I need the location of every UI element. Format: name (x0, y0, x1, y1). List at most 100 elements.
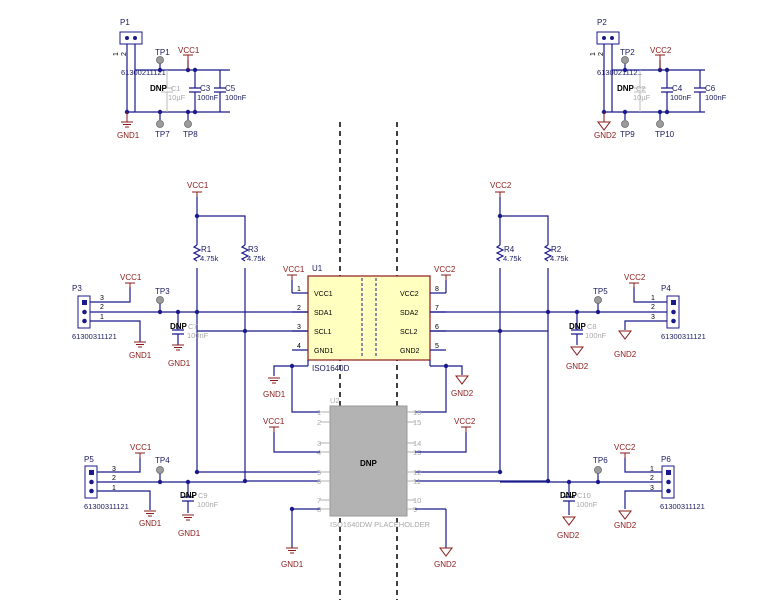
schematic-label: 1 (317, 408, 321, 417)
schematic-label: GND1 (168, 359, 191, 368)
schematic-label: GND1 (129, 351, 152, 360)
schematic-label: 100nF (585, 331, 607, 340)
u2-body (329, 405, 408, 517)
schematic-label: 100nF (705, 93, 727, 102)
schematic-label: TP7 (155, 130, 170, 139)
schematic-label: TP2 (620, 48, 635, 57)
p2-power-block: P2 1 2 61300211121 TP2 TP9 TP10 VCC2 GND… (590, 18, 727, 140)
schematic-label: 3 (317, 439, 321, 448)
p6-connector-block: P6 61300311121 1 2 3 VCC2 GND2 TP6 DNP C… (500, 443, 705, 540)
schematic-label: 1 (590, 52, 597, 56)
schematic-label: 61300311121 (84, 502, 129, 511)
schematic-label: DNP (617, 84, 635, 93)
schematic-label: 2 (650, 475, 654, 482)
schematic-label: 8 (435, 286, 439, 293)
u1-isolator: U1 ISO1640D 1 2 3 4 VCC1 SDA1 SCL1 GND1 … (263, 264, 474, 413)
p5-connector-block: P5 61300311121 3 2 1 VCC1 GND1 TP4 DNP C… (84, 443, 245, 538)
p1-power-block: P1 1 2 61300211121 TP1 TP7 TP8 VCC1 GND1… (113, 18, 247, 140)
schematic-label: P5 (84, 455, 94, 464)
schematic-label: 7 (317, 496, 321, 505)
p1-connector (119, 31, 143, 45)
schematic-label: GND2 (451, 389, 474, 398)
schematic-label: R1 (201, 245, 212, 254)
schematic-label: DNP (569, 322, 587, 331)
schematic-label: GND1 (281, 560, 304, 569)
schematic-label: 10 (413, 496, 421, 505)
schematic-label: GND2 (594, 131, 617, 140)
schematic-label: GND1 (139, 519, 162, 528)
schematic-label: TP3 (155, 287, 170, 296)
schematic-label: 3 (651, 314, 655, 321)
schematic-label: VCC1 (130, 443, 152, 452)
schematic-label: GND2 (566, 362, 589, 371)
schematic-label: VCC1 (314, 291, 333, 298)
schematic-label: SCL2 (400, 329, 418, 336)
schematic-label: C6 (705, 84, 716, 93)
schematic-label: VCC2 (650, 46, 672, 55)
schematic-label: C10 (577, 491, 591, 500)
schematic-label: 15 (413, 418, 421, 427)
schematic-label: SCL1 (314, 329, 332, 336)
p1-ref: P1 (120, 18, 130, 27)
schematic-label: 2 (100, 304, 104, 311)
schematic-label: TP10 (655, 130, 675, 139)
schematic-label: 100nF (670, 93, 692, 102)
schematic-label: TP8 (183, 130, 198, 139)
schematic-label: 3 (100, 295, 104, 302)
schematic-label: R3 (248, 245, 259, 254)
schematic-label: 100nF (197, 93, 219, 102)
schematic-label: 4.75k (247, 254, 266, 263)
schematic-label: 1 (651, 295, 655, 302)
p1-part: 61300211121 (121, 68, 166, 77)
schematic-label: 1 (650, 466, 654, 473)
schematic-label: C3 (200, 84, 211, 93)
schematic-label: 5 (317, 468, 321, 477)
schematic-label: VCC1 (178, 46, 200, 55)
schematic-label: TP6 (593, 456, 608, 465)
schematic-label: GND1 (117, 131, 140, 140)
schematic-label: C1 (171, 84, 181, 93)
p2-connector (596, 31, 620, 45)
schematic-label: SDA1 (314, 310, 332, 317)
schematic-label: 2 (598, 52, 605, 56)
schematic-label: 2 (112, 475, 116, 482)
schematic-label: VCC2 (614, 443, 636, 452)
schematic-label: VCC2 (434, 265, 456, 274)
schematic-label: DNP (170, 322, 188, 331)
schematic-label: 100nF (576, 500, 598, 509)
schematic-label: GND1 (263, 390, 286, 399)
schematic-label: 2 (651, 304, 655, 311)
schematic-label: GND2 (434, 560, 457, 569)
schematic-label: 5 (435, 343, 439, 350)
schematic-label: C9 (198, 491, 208, 500)
schematic-label: VCC1 (283, 265, 305, 274)
schematic-label: DNP (150, 84, 168, 93)
schematic-label: VCC1 (187, 181, 209, 190)
schematic-label: C7 (188, 322, 198, 331)
schematic-label: GND1 (314, 348, 334, 355)
schematic-label: 6 (317, 477, 321, 486)
schematic-label: 1 (113, 52, 120, 56)
u2-label: DNP (360, 459, 378, 468)
schematic-label: C2 (636, 84, 646, 93)
schematic-label: P3 (72, 284, 82, 293)
schematic-label: GND2 (614, 521, 637, 530)
schematic-label: 61300311121 (72, 332, 117, 341)
schematic-label: 1 (112, 485, 116, 492)
schematic-label: C5 (225, 84, 236, 93)
schematic-label: U1 (312, 264, 323, 273)
schematic-label: VCC2 (400, 291, 419, 298)
p2-ref: P2 (597, 18, 607, 27)
schematic-label: SDA2 (400, 310, 418, 317)
schematic-label: 100nF (187, 331, 209, 340)
schematic-label: 12 (413, 468, 421, 477)
schematic-label: R4 (504, 245, 515, 254)
schematic-label: VCC1 (263, 417, 285, 426)
schematic-label: TP5 (593, 287, 608, 296)
schematic-label: VCC2 (624, 273, 646, 282)
u2-part: ISO1640DW PLACEHOLDER (330, 520, 431, 529)
schematic-label: 16 (413, 408, 421, 417)
schematic-label: 11 (413, 477, 421, 486)
schematic-label: P6 (661, 455, 671, 464)
